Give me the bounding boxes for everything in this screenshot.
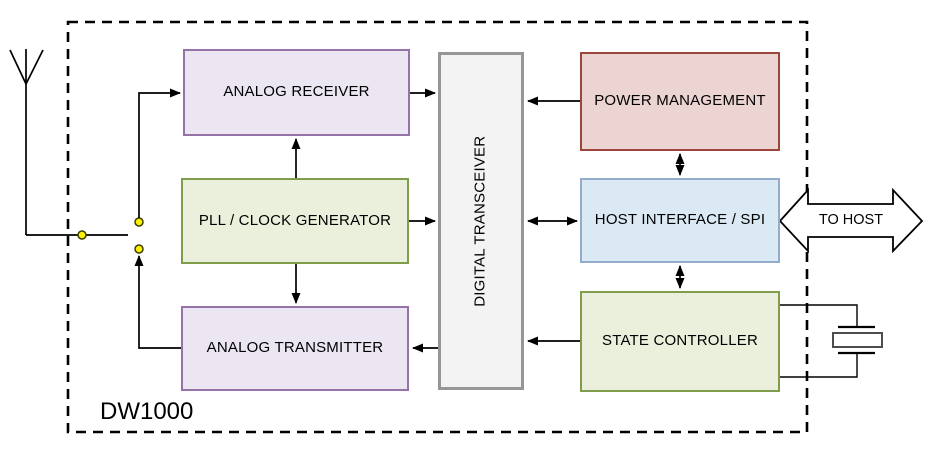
- analog-transmitter-label: ANALOG TRANSMITTER: [206, 339, 384, 357]
- pll-clock-generator-label: PLL / CLOCK GENERATOR: [198, 211, 392, 229]
- block-state-controller: STATE CONTROLLER: [580, 291, 780, 392]
- arrow-transmitter-to-switch: [134, 255, 182, 349]
- chip-name-label: DW1000: [100, 398, 194, 425]
- rf-switch-icon: [77, 217, 144, 254]
- switch-node-tx: [134, 244, 144, 254]
- power-management-label: POWER MANAGEMENT: [594, 92, 766, 110]
- crystal-oscillator-icon: [780, 304, 883, 378]
- switch-node-rx: [134, 217, 144, 227]
- digital-transceiver-label: DIGITAL TRANSCEIVER: [471, 135, 489, 307]
- to-host-label: TO HOST: [818, 212, 884, 228]
- switch-node-common: [77, 230, 87, 240]
- block-pll-clock-generator: PLL / CLOCK GENERATOR: [181, 178, 409, 264]
- state-controller-label: STATE CONTROLLER: [602, 332, 758, 350]
- block-analog-receiver: ANALOG RECEIVER: [183, 49, 410, 136]
- block-host-interface-spi: HOST INTERFACE / SPI: [580, 178, 780, 263]
- antenna-icon: [9, 49, 128, 236]
- block-power-management: POWER MANAGEMENT: [580, 52, 780, 151]
- analog-receiver-label: ANALOG RECEIVER: [223, 83, 370, 101]
- block-analog-transmitter: ANALOG TRANSMITTER: [181, 306, 409, 391]
- arrow-switch-to-receiver: [138, 88, 181, 218]
- block-digital-transceiver: DIGITAL TRANSCEIVER: [438, 52, 524, 390]
- host-interface-spi-label: HOST INTERFACE / SPI: [594, 211, 766, 229]
- to-host-arrow-shape: [778, 187, 924, 254]
